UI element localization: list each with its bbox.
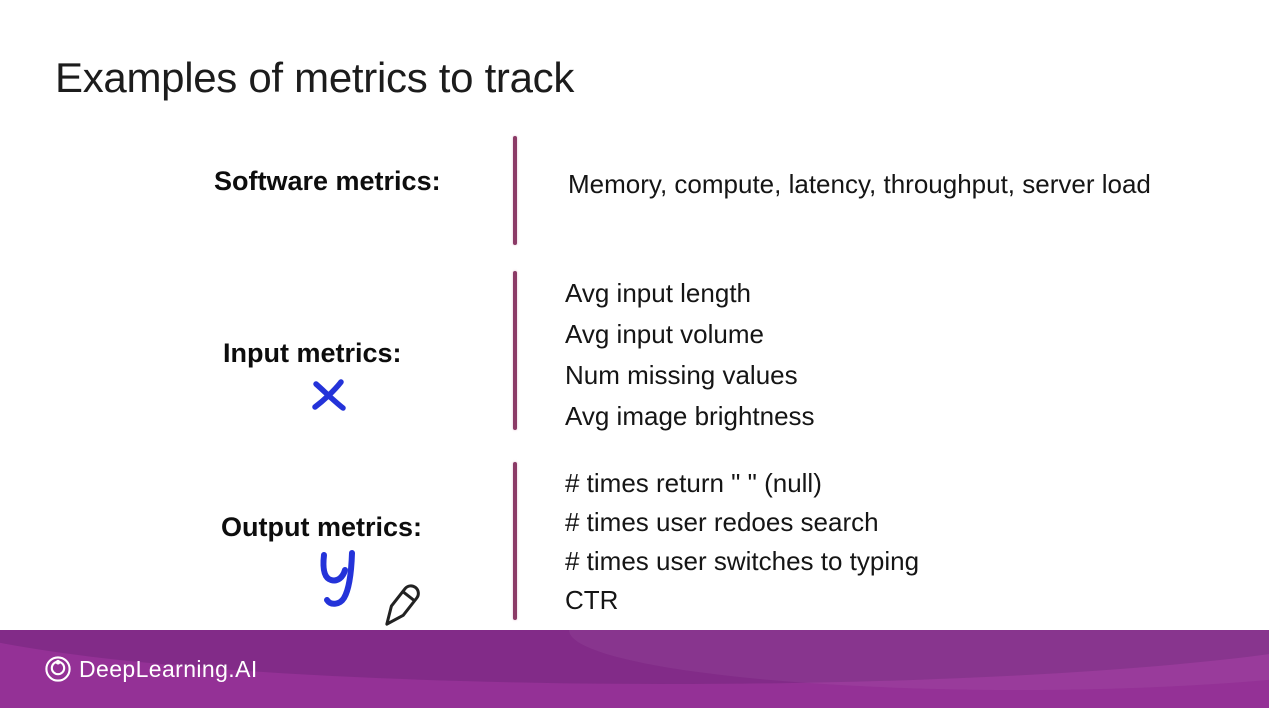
divider-output [513, 462, 517, 620]
pencil-cursor-icon [385, 584, 420, 626]
slide-title: Examples of metrics to track [55, 54, 575, 101]
brand-name: DeepLearning.AI [79, 655, 258, 682]
footer-bar: DeepLearning.AI [0, 630, 1269, 708]
list-item: Avg image brightness [565, 401, 815, 431]
divider-software [513, 136, 517, 245]
handwritten-x-annotation [312, 379, 346, 411]
list-item: CTR [565, 585, 619, 615]
list-item: Avg input length [565, 278, 751, 308]
brand-logo: DeepLearning.AI [44, 630, 258, 708]
label-input-metrics: Input metrics: [223, 338, 402, 368]
label-output-metrics: Output metrics: [221, 512, 423, 542]
list-item: Avg input volume [565, 319, 764, 349]
divider-input [513, 271, 517, 430]
list-item: # times user redoes search [565, 507, 879, 537]
label-software-metrics: Software metrics: [214, 166, 441, 196]
software-metrics-text: Memory, compute, latency, throughput, se… [568, 169, 1151, 199]
deeplearning-logo-icon [45, 656, 71, 682]
list-item: # times user switches to typing [565, 546, 920, 576]
list-item: Num missing values [565, 360, 798, 390]
output-metrics-list: # times return " " (null) # times user r… [565, 464, 919, 620]
input-metrics-list: Avg input length Avg input volume Num mi… [565, 273, 815, 437]
handwritten-y-annotation [320, 550, 355, 607]
list-item: # times return " " (null) [565, 468, 822, 498]
